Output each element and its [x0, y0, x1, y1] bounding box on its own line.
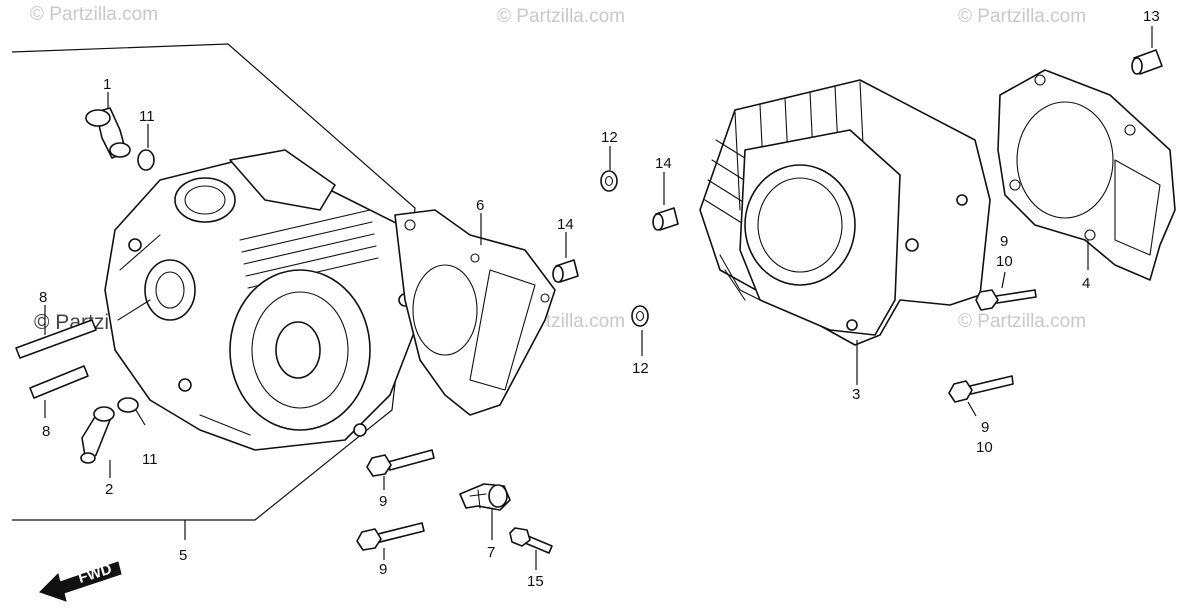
- bolt-part-9: [948, 375, 1014, 403]
- callout-9: 9: [379, 493, 387, 510]
- callout-4: 4: [1082, 275, 1090, 292]
- fitting-part-2: [80, 406, 115, 464]
- callout-2: 2: [105, 481, 113, 498]
- callout-12: 12: [632, 360, 649, 377]
- callout-15: 15: [527, 573, 544, 590]
- watermark: © Partzilla.com: [958, 6, 1086, 27]
- fitting-part-1: [85, 107, 131, 159]
- washer-part-11: [117, 397, 139, 413]
- cylinder-block: [699, 79, 991, 346]
- washer-part-11: [137, 149, 155, 171]
- watermark: © Partzilla.com: [30, 4, 158, 25]
- callout-11: 11: [139, 108, 155, 125]
- callout-3: 3: [852, 386, 860, 403]
- callout-8: 8: [42, 423, 50, 440]
- callout-9: 9: [1000, 233, 1008, 250]
- callout-6: 6: [476, 197, 484, 214]
- forward-direction-arrow: FWD: [39, 561, 122, 602]
- washer-part-12: [631, 305, 649, 327]
- bolt-part-15: [509, 527, 553, 554]
- callout-14: 14: [655, 155, 672, 172]
- callout-7: 7: [487, 544, 495, 561]
- clamp-part-7: [459, 483, 511, 511]
- dowel-part-14: [652, 207, 679, 231]
- washer-part-12: [600, 170, 618, 192]
- callout-10: 10: [976, 439, 993, 456]
- dowel-part-13: [1131, 49, 1163, 75]
- callout-9: 9: [379, 561, 387, 578]
- watermark: © Partzilla.com: [958, 311, 1086, 332]
- callout-14: 14: [557, 216, 574, 233]
- watermark: © Partzilla.com: [497, 6, 625, 27]
- callout-13: 13: [1143, 8, 1160, 25]
- callout-12: 12: [601, 129, 618, 146]
- bolt-part-9: [356, 522, 425, 551]
- callout-1: 1: [103, 76, 111, 93]
- callout-5: 5: [179, 547, 187, 564]
- dowel-rod-part-8: [29, 365, 89, 399]
- bolt-part-9: [366, 449, 435, 477]
- dowel-rod-part-8: [15, 319, 97, 359]
- callout-11: 11: [142, 451, 158, 468]
- dowel-part-14: [552, 259, 579, 283]
- callout-8: 8: [39, 289, 47, 306]
- base-gasket: [997, 69, 1176, 281]
- cylinder-head: [104, 149, 421, 451]
- head-gasket: [394, 209, 556, 416]
- callout-10: 10: [996, 253, 1013, 270]
- callout-9: 9: [981, 419, 989, 436]
- bolt-part-9: [975, 289, 1037, 311]
